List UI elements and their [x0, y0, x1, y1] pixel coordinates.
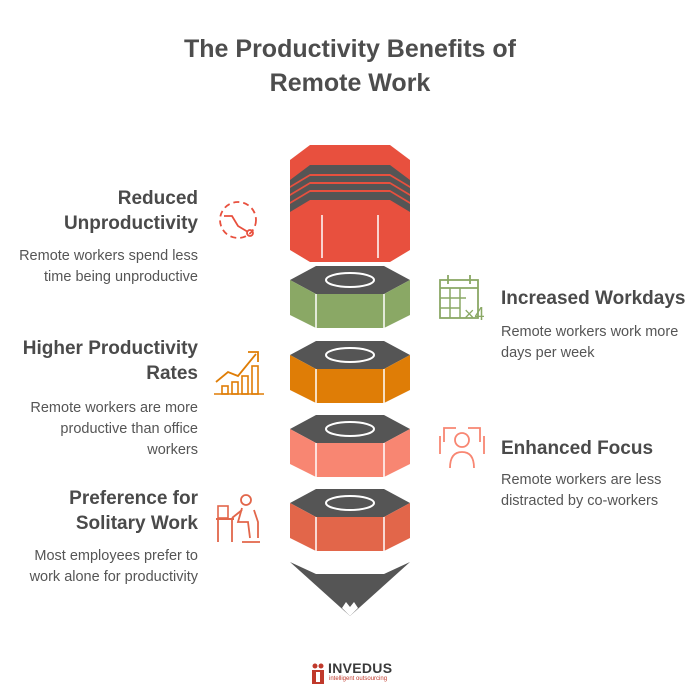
segment-higher-productivity	[290, 341, 410, 403]
segment-increased-workdays	[290, 266, 410, 328]
person-at-desk-icon	[216, 494, 260, 543]
desc-line: Remote workers spend less	[19, 248, 198, 264]
heading-line: Reduced	[117, 188, 198, 209]
desc-line: time being unproductive	[44, 269, 198, 285]
heading-reduced-unproductivity: Reduced Unproductivity	[20, 186, 198, 236]
heading-line: Solitary Work	[75, 513, 198, 534]
heading-line: Preference for	[69, 488, 198, 509]
clock-icon	[219, 201, 257, 239]
desc-line: distracted by co-workers	[501, 493, 659, 509]
desc-higher-productivity: Remote workers are more productive than …	[0, 398, 198, 461]
desc-line: workers	[147, 442, 198, 458]
desc-reduced-unproductivity: Remote workers spend less time being unp…	[0, 246, 198, 288]
desc-enhanced-focus: Remote workers are less distracted by co…	[501, 470, 700, 512]
person-focus-icon	[439, 427, 485, 469]
heading-solitary-work: Preference for Solitary Work	[0, 486, 198, 536]
desc-line: Remote workers are less	[501, 472, 662, 488]
heading-line: Increased Workdays	[501, 288, 686, 309]
growth-chart-icon	[214, 351, 264, 395]
heading-higher-productivity: Higher Productivity Rates	[0, 336, 198, 386]
heading-line: Enhanced Focus	[501, 438, 654, 459]
segment-solitary-work	[290, 489, 410, 551]
pencil-tip	[290, 562, 410, 616]
heading-line: Rates	[146, 363, 198, 384]
logo-tagline: intelligent outsourcing	[329, 676, 388, 682]
logo-name: INVEDUS	[328, 660, 393, 676]
desc-line: work alone for productivity	[29, 569, 198, 585]
segment-reduced-unproductivity	[290, 145, 410, 262]
heading-increased-workdays: Increased Workdays	[501, 286, 700, 311]
desc-line: Remote workers are more	[30, 400, 198, 416]
page-title: The Productivity Benefits of Remote Work	[0, 32, 700, 100]
invedus-logo: INVEDUS intelligent outsourcing	[310, 660, 400, 690]
desc-line: productive than office	[60, 421, 198, 437]
desc-line: Remote workers work more	[501, 324, 679, 340]
heading-line: Higher Productivity	[22, 338, 198, 359]
desc-line: Most employees prefer to	[34, 548, 198, 564]
invedus-logo-icon	[312, 663, 324, 684]
desc-increased-workdays: Remote workers work more days per week	[501, 322, 700, 364]
svg-text:×4: ×4	[464, 304, 485, 324]
calendar-icon: ×4	[439, 275, 485, 324]
title-line-1: The Productivity Benefits of	[184, 35, 516, 63]
title-line-2: Remote Work	[269, 69, 431, 97]
heading-enhanced-focus: Enhanced Focus	[501, 436, 700, 461]
segment-enhanced-focus	[290, 415, 410, 477]
desc-solitary-work: Most employees prefer to work alone for …	[0, 546, 198, 588]
heading-line: Unproductivity	[63, 213, 198, 234]
desc-line: days per week	[501, 345, 595, 361]
